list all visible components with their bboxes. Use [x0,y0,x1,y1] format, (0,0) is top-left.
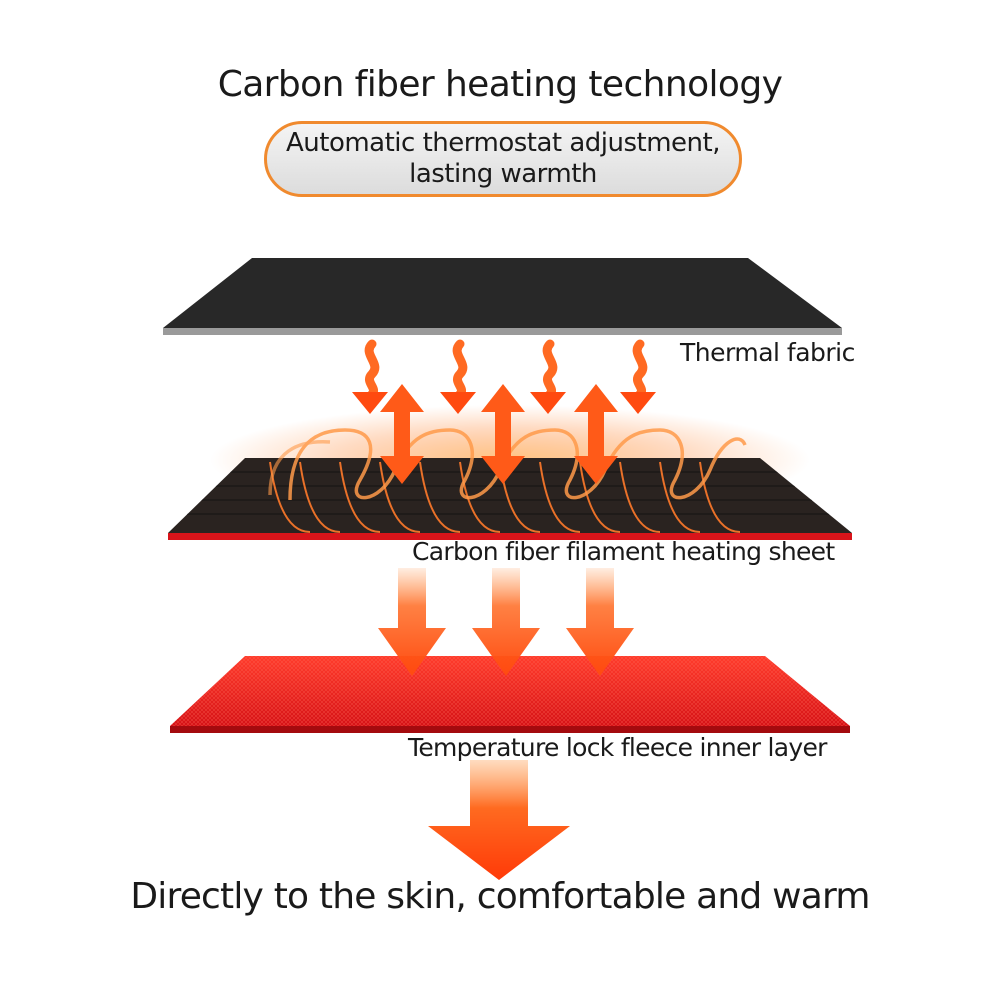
thermal-fabric-layer [163,258,842,335]
big-down-arrow-icon [428,760,570,880]
heating-sheet-layer [168,458,852,540]
wavy-arrow-3-icon [530,339,566,414]
down-arrow-2-icon [472,568,540,676]
page-title: Carbon fiber heating technology [217,64,783,105]
wavy-arrow-4-icon [620,339,656,414]
down-arrow-3-icon [566,568,634,676]
down-arrow-1-icon [378,568,446,676]
double-arrow-2-icon [481,384,525,484]
footer-caption: Directly to the skin, comfortable and wa… [130,876,870,917]
label-fleece-layer: Temperature lock fleece inner layer [408,733,827,762]
heating-filament-coils [268,428,747,501]
fleece-inner-layer [170,656,850,733]
double-arrow-1-icon [380,384,424,484]
label-thermal-fabric: Thermal fabric [680,338,855,367]
double-arrow-3-icon [574,384,618,484]
wavy-heat-arrows [352,339,656,414]
down-arrows [378,568,634,676]
subtitle-line-2: lasting warmth [409,159,597,189]
label-heating-sheet: Carbon fiber filament heating sheet [412,537,835,566]
wavy-arrow-1-icon [352,339,388,414]
subtitle-line-1: Automatic thermostat adjustment, [285,128,721,158]
subtitle-pill: Automatic thermostat adjustment, lasting… [264,121,742,197]
double-arrows [380,384,618,484]
wavy-arrow-2-icon [440,339,476,414]
